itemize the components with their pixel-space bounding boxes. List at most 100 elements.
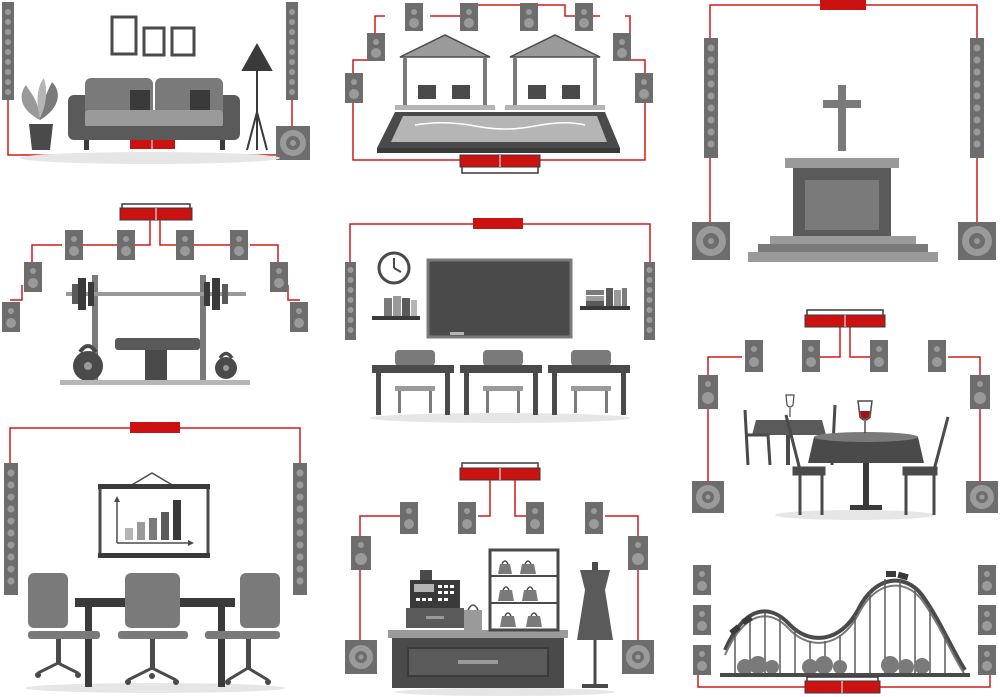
speaker <box>117 230 135 260</box>
speaker <box>458 502 476 534</box>
speaker <box>978 565 996 595</box>
plant-icon <box>21 78 58 150</box>
speaker <box>290 302 308 332</box>
scene-pool <box>345 3 653 174</box>
speaker <box>698 375 718 409</box>
speaker-stack-left <box>693 565 711 675</box>
floor-shadow <box>395 688 615 696</box>
chair-icon <box>784 414 826 515</box>
speaker <box>693 605 711 635</box>
speaker <box>635 73 653 103</box>
scene-restaurant <box>692 309 998 520</box>
amplifier <box>119 203 193 221</box>
cabana-icon <box>505 34 605 110</box>
subwoofer-right <box>622 640 654 674</box>
shopping-bag-icon <box>464 604 482 630</box>
amplifier <box>130 422 180 433</box>
wiring <box>697 675 991 688</box>
speaker <box>230 230 248 260</box>
column-speaker-left <box>345 262 356 340</box>
desk-icon <box>548 350 630 415</box>
amplifier <box>459 462 541 481</box>
column-speaker-right <box>644 262 655 340</box>
bench-icon <box>115 338 200 380</box>
column-speaker-right <box>970 38 984 158</box>
speaker <box>405 3 423 31</box>
scene-gym <box>2 203 308 385</box>
speaker <box>693 565 711 595</box>
speaker <box>270 262 288 292</box>
speaker <box>24 262 42 292</box>
small-speakers <box>351 502 648 570</box>
subwoofer-left <box>345 640 377 674</box>
subwoofer-left <box>692 222 730 260</box>
scene-church <box>692 0 996 262</box>
speaker <box>367 33 385 61</box>
clock-icon <box>377 251 411 285</box>
bookshelf-left <box>372 296 420 320</box>
amplifier <box>820 0 866 10</box>
small-speakers <box>698 340 990 409</box>
subwoofer <box>276 126 310 160</box>
speaker <box>970 375 990 409</box>
scene-amusement-park <box>693 565 996 694</box>
floor-shadow <box>20 152 280 164</box>
small-speakers <box>2 230 308 332</box>
counter-icon <box>388 630 568 688</box>
amplifier <box>804 676 881 694</box>
scene-shop <box>345 462 654 696</box>
desk-icon <box>460 350 542 415</box>
sofa-icon <box>68 78 240 150</box>
desks <box>372 350 630 415</box>
speaker <box>351 536 371 570</box>
wiring <box>709 4 978 222</box>
office-chair-icon <box>205 573 280 685</box>
speaker <box>802 340 820 372</box>
wine-glass-icon <box>857 400 873 433</box>
speaker <box>575 3 593 31</box>
cabana-icon <box>395 34 495 110</box>
speaker <box>460 3 478 31</box>
column-speaker-right <box>293 463 307 595</box>
subwoofer-left <box>692 481 724 513</box>
kettlebell-icon <box>215 351 237 379</box>
speaker <box>520 3 538 31</box>
amplifier <box>459 154 541 174</box>
speaker <box>585 502 603 534</box>
presentation-board-icon <box>98 472 210 558</box>
speaker <box>628 536 648 570</box>
office-chair-icon <box>118 573 188 685</box>
speaker <box>400 502 418 534</box>
speaker <box>870 340 888 372</box>
wiring <box>10 220 300 301</box>
desk-icon <box>372 350 454 415</box>
display-shelf-icon <box>488 548 560 632</box>
wiring <box>9 427 301 463</box>
floor-shadow <box>25 683 285 693</box>
scene-conference-room <box>4 422 307 693</box>
floor-lamp-icon <box>241 42 273 151</box>
office-chair-icon <box>28 573 100 678</box>
amplifier <box>804 309 886 328</box>
cash-register-icon <box>406 570 464 628</box>
speaker <box>745 340 763 372</box>
speaker <box>978 605 996 635</box>
amplifier <box>473 218 523 229</box>
speaker <box>978 645 996 675</box>
speaker <box>613 33 631 61</box>
wiring <box>707 327 981 485</box>
barbell-icon <box>66 275 246 380</box>
chalkboard-icon <box>426 258 573 339</box>
cross-icon <box>823 85 861 151</box>
subwoofer-right <box>966 481 998 513</box>
chair-icon <box>902 416 950 515</box>
kettlebell-icon <box>73 344 103 381</box>
small-speakers <box>345 3 653 103</box>
floor-shadow <box>775 510 935 520</box>
scene-classroom <box>345 218 655 423</box>
floor-shadow <box>370 413 630 423</box>
speaker <box>928 340 946 372</box>
speaker <box>65 230 83 260</box>
column-speaker-left <box>4 463 18 595</box>
